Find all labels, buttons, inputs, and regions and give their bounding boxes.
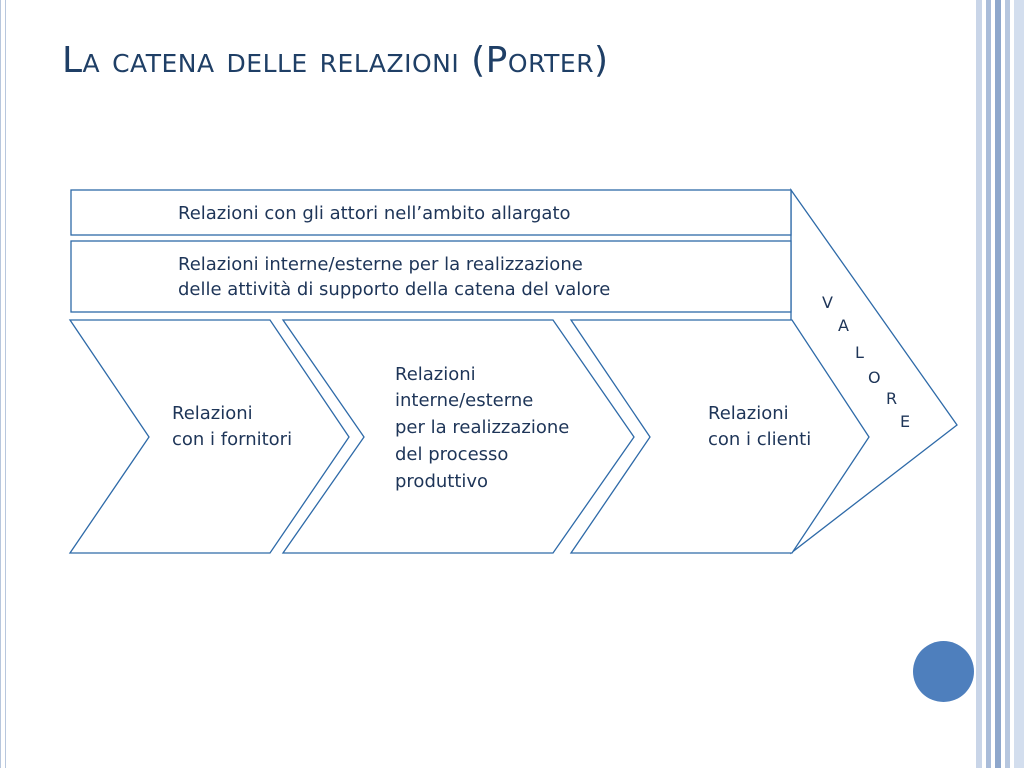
band-top-label: Relazioni con gli attori nell’ambito all… <box>178 203 571 224</box>
chevron-production-line-3: per la realizzazione <box>395 417 569 438</box>
chevron-production-line-5: produttivo <box>395 471 488 492</box>
band-support-line-2: delle attività di supporto della catena … <box>178 279 610 300</box>
chevron-production-line-2: interne/esterne <box>395 390 533 411</box>
band-top-box <box>70 189 792 236</box>
chevron-production-line-1: Relazioni <box>395 364 476 385</box>
value-letter-o: O <box>868 368 881 387</box>
left-border-line <box>0 0 6 768</box>
chevron-customers <box>569 319 870 554</box>
value-letter-v: V <box>822 293 833 312</box>
value-letter-r: R <box>886 389 897 408</box>
chevron-production <box>281 319 635 554</box>
chevron-production-line-4: del processo <box>395 444 508 465</box>
value-letter-a: A <box>838 316 849 335</box>
chevron-customers-line-2: con i clienti <box>708 429 811 450</box>
slide-title: La catena delle relazioni (Porter) <box>62 40 609 81</box>
value-letter-l: L <box>855 343 864 362</box>
value-letter-e: E <box>900 412 910 431</box>
chevron-suppliers-line-1: Relazioni <box>172 403 253 424</box>
chevron-customers-line-1: Relazioni <box>708 403 789 424</box>
band-support-box <box>70 240 792 313</box>
band-support-line-1: Relazioni interne/esterne per la realizz… <box>178 254 583 275</box>
accent-circle <box>913 641 974 702</box>
chevron-suppliers <box>68 319 350 554</box>
chevron-suppliers-line-2: con i fornitori <box>172 429 292 450</box>
right-border-stripes <box>976 0 1024 768</box>
